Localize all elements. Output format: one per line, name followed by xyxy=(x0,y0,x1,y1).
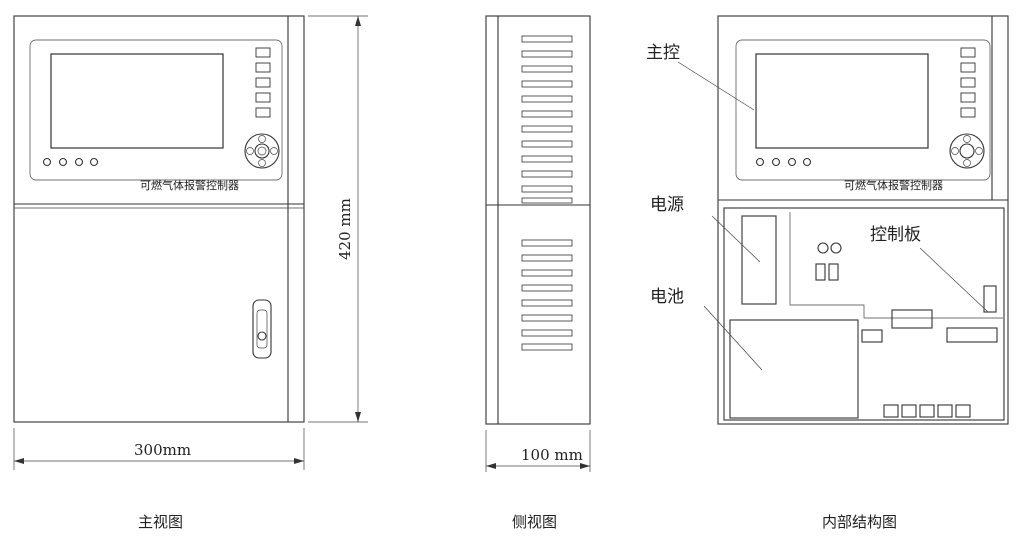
front-device-name: 可燃气体报警控制器 xyxy=(140,178,239,192)
side-vent-slots-upper xyxy=(521,35,573,204)
front-height-dimension: 420 mm xyxy=(308,15,368,423)
svg-text:电池: 电池 xyxy=(650,287,684,307)
front-width-label: 300mm xyxy=(134,441,191,459)
internal-device-name: 可燃气体报警控制器 xyxy=(844,178,943,192)
side-depth-dimension: 100 mm xyxy=(485,430,591,472)
front-door-lock xyxy=(252,299,272,359)
front-panel-frame xyxy=(29,39,283,181)
internal-indicators xyxy=(755,157,812,167)
front-width-dimension: 300mm xyxy=(13,428,305,470)
front-view: 可燃气体报警控制器 300mm 420 mm 主视图 xyxy=(13,15,368,531)
side-vent-slots-lower xyxy=(521,239,573,351)
svg-text:主控: 主控 xyxy=(646,43,680,63)
front-indicators xyxy=(42,157,99,167)
internal-view: 可燃气体报警控制器 主控 电源 xyxy=(646,15,1009,531)
internal-side-buttons xyxy=(960,47,976,118)
internal-interior-frame xyxy=(723,207,1005,421)
internal-cabinet-outline xyxy=(717,15,1009,425)
terminal-blocks xyxy=(883,404,971,418)
callout-main-control: 主控 xyxy=(646,43,755,111)
front-view-caption: 主视图 xyxy=(138,513,183,531)
callout-control-board: 控制板 xyxy=(870,225,989,313)
battery-module xyxy=(729,319,859,419)
front-nav-keypad xyxy=(244,133,280,169)
control-board-parts xyxy=(815,242,998,343)
front-height-label: 420 mm xyxy=(336,198,354,260)
svg-text:控制板: 控制板 xyxy=(870,225,921,245)
front-screen xyxy=(50,53,224,149)
internal-view-caption: 内部结构图 xyxy=(822,513,897,531)
front-cabinet-outline xyxy=(13,15,305,423)
internal-panel-frame xyxy=(735,39,991,181)
side-view: 100 mm 侧视图 xyxy=(485,15,591,531)
svg-text:电源: 电源 xyxy=(650,195,684,215)
callout-power-supply: 电源 xyxy=(650,195,761,263)
side-cabinet-outline xyxy=(485,15,591,425)
internal-nav-keypad xyxy=(949,133,985,169)
side-depth-label: 100 mm xyxy=(521,446,583,464)
side-view-caption: 侧视图 xyxy=(512,513,557,531)
front-side-buttons xyxy=(255,47,271,118)
callout-battery: 电池 xyxy=(650,287,763,371)
power-supply-module xyxy=(741,215,777,305)
internal-screen xyxy=(755,53,929,149)
